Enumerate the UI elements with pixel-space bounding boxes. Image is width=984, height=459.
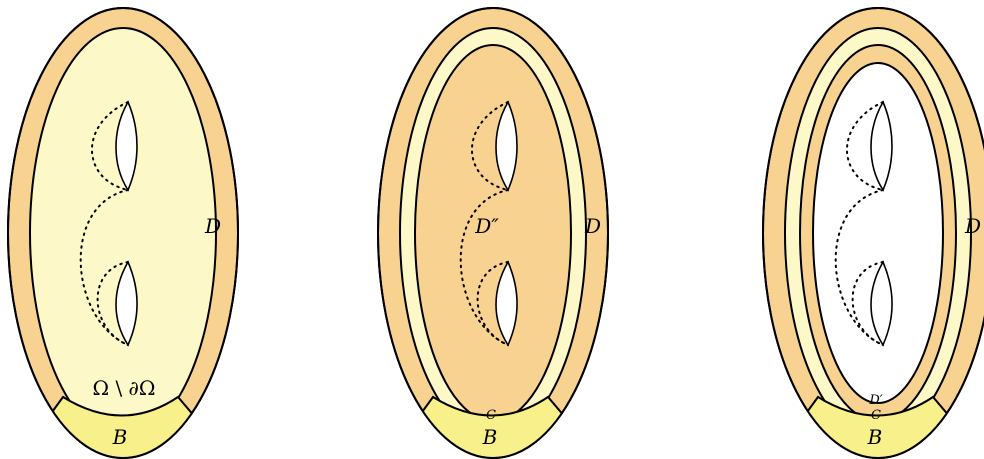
- label-b: B: [867, 425, 883, 449]
- label-b: B: [482, 425, 498, 449]
- label-d: D: [964, 214, 981, 238]
- panel-1: D Ω \ ∂Ω B: [8, 8, 240, 459]
- panel-3: D D′ C B: [763, 8, 984, 459]
- label-c: C: [871, 408, 881, 423]
- label-d: D: [204, 214, 221, 238]
- label-interior: Ω \ ∂Ω: [93, 376, 156, 400]
- label-d: D: [584, 214, 601, 238]
- label-d-prime: D′: [868, 393, 882, 408]
- label-d-double-prime: D″: [474, 214, 499, 238]
- label-b: B: [112, 425, 128, 449]
- label-c: C: [486, 408, 496, 423]
- panel-2: D D″ C B: [378, 8, 610, 459]
